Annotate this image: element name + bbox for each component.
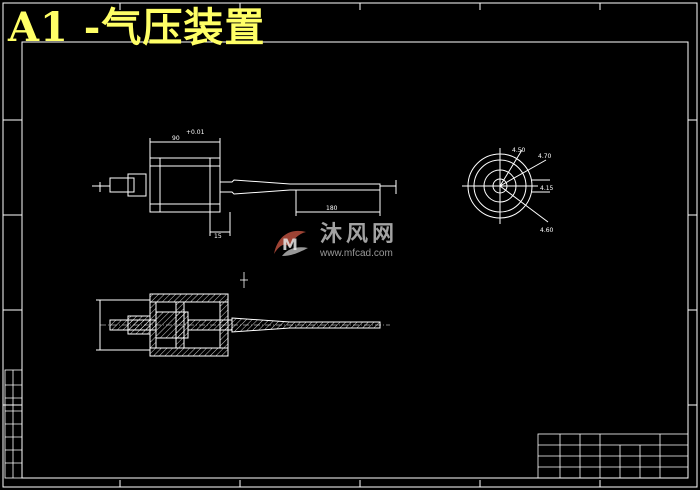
mfcad-logo-icon: M <box>274 230 308 256</box>
watermark-url: www.mfcad.com <box>320 248 393 259</box>
front-view <box>92 138 397 236</box>
watermark-brand: 沐风网 <box>320 222 399 247</box>
watermark: M 沐风网 www.mfcad.com <box>268 222 438 262</box>
drawing-title: A1 -气压装置 <box>8 4 266 51</box>
dim-tolerance: +0.01 <box>186 129 205 136</box>
dim-4-50: 4.50 <box>512 147 526 154</box>
section-marker <box>240 272 248 288</box>
dim-4-60: 4.60 <box>540 227 554 234</box>
side-view <box>462 148 550 224</box>
section-view <box>96 293 390 357</box>
dim-90: 90 <box>172 135 180 142</box>
dim-15: 15 <box>214 233 222 240</box>
svg-text:M: M <box>282 235 298 254</box>
dim-4-70: 4.70 <box>538 153 552 160</box>
inner-frame <box>21 41 689 479</box>
dim-180: 180 <box>326 205 338 212</box>
revision-strip <box>4 369 23 479</box>
title-block <box>537 433 689 479</box>
zone-ticks <box>3 3 697 487</box>
dim-4-15: 4.15 <box>540 185 554 192</box>
